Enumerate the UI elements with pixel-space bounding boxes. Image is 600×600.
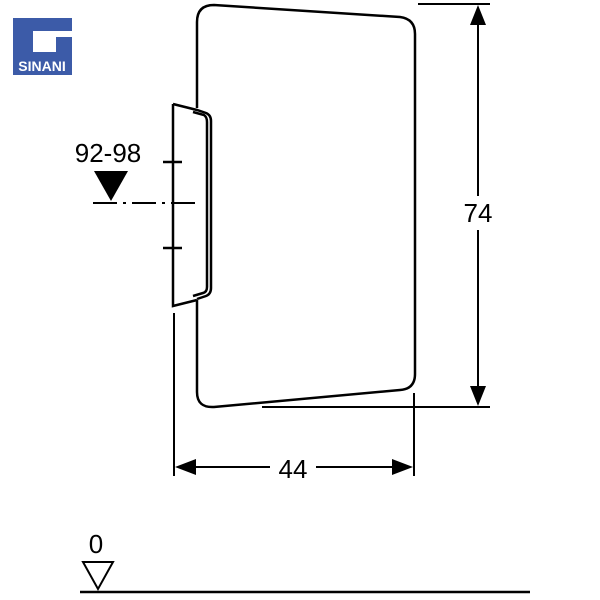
sinani-logo: SINANI [13,18,72,75]
height-label: 74 [464,198,493,228]
floor-reference: 0 [80,529,530,594]
wall-bracket [163,102,213,308]
svg-text:SINANI: SINANI [18,58,65,74]
mount-height-marker: 92-98 [75,138,200,204]
width-dimension [173,313,415,482]
urinal-body-outline [195,3,417,409]
level-triangle-outline-icon [81,561,115,592]
height-dimension [262,3,494,408]
width-label: 44 [279,454,308,484]
mount-height-label: 92-98 [75,138,142,168]
floor-label: 0 [89,529,103,559]
level-triangle-filled-icon [94,171,128,201]
